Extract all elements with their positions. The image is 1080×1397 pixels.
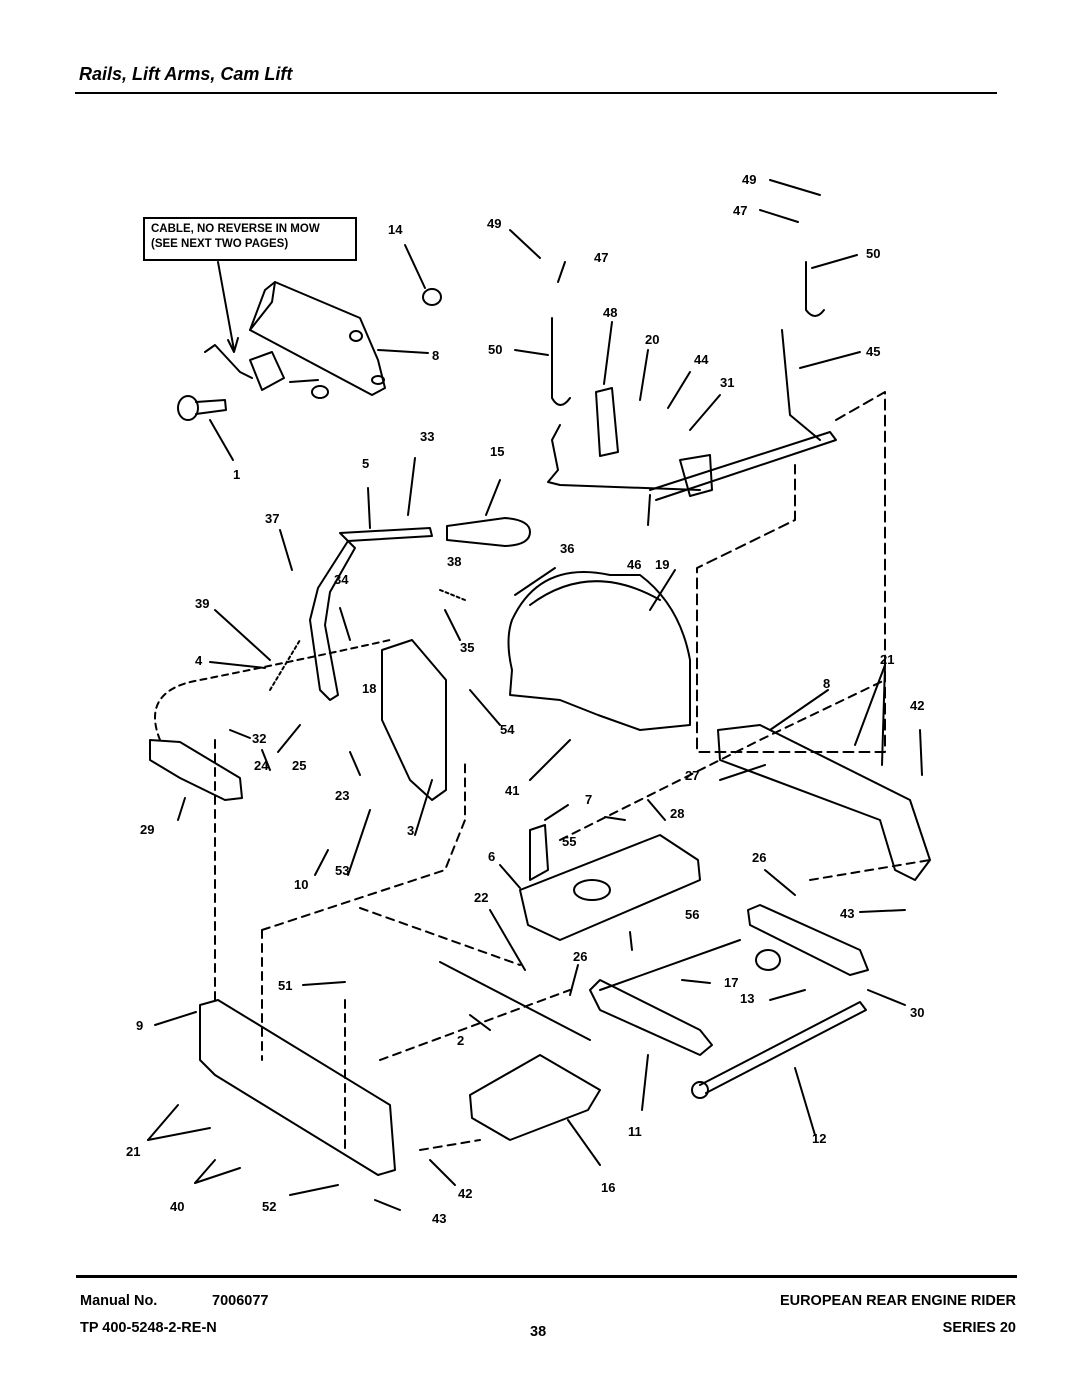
label-part-54: 54	[500, 722, 515, 737]
label-part-4: 4	[195, 653, 203, 668]
lift-arm-part-30	[747, 904, 869, 976]
label-part-41: 41	[505, 783, 519, 798]
label-part-8-right: 8	[823, 676, 830, 691]
label-part-36: 36	[560, 541, 574, 556]
label-part-30: 30	[910, 1005, 924, 1020]
label-part-50-right: 50	[866, 246, 880, 261]
label-part-34: 34	[334, 572, 349, 587]
bracket-part-8-upper	[249, 281, 386, 396]
label-part-40: 40	[170, 1199, 184, 1214]
rail-part-8-right	[717, 724, 931, 881]
nut-part-14	[422, 288, 442, 306]
label-part-17: 17	[724, 975, 738, 990]
label-part-50-left: 50	[488, 342, 502, 357]
label-part-27: 27	[685, 768, 699, 783]
label-part-23: 23	[335, 788, 349, 803]
label-part-18: 18	[362, 681, 376, 696]
label-part-3: 3	[407, 823, 414, 838]
callout-note-box: CABLE, NO REVERSE IN MOW (SEE NEXT TWO P…	[143, 217, 357, 261]
label-part-29: 29	[140, 822, 154, 837]
label-part-19: 19	[655, 557, 669, 572]
label-part-26-right: 26	[752, 850, 766, 865]
label-part-21-left: 21	[126, 1144, 140, 1159]
title-rule	[75, 92, 997, 94]
label-part-43-right: 43	[840, 906, 854, 921]
label-part-39: 39	[195, 596, 209, 611]
label-part-31: 31	[720, 375, 734, 390]
cable-block	[249, 351, 285, 391]
label-part-45: 45	[866, 344, 880, 359]
label-part-44: 44	[694, 352, 709, 367]
rod-part-50-left	[551, 317, 571, 406]
label-part-22: 22	[474, 890, 488, 905]
label-part-10: 10	[294, 877, 308, 892]
label-part-42-left: 42	[458, 1186, 472, 1201]
label-part-52: 52	[262, 1199, 276, 1214]
callout-line-1: CABLE, NO REVERSE IN MOW	[151, 223, 320, 235]
footer-page-number: 38	[530, 1324, 547, 1340]
link-rod-part-2	[439, 961, 591, 1041]
label-part-48: 48	[603, 305, 617, 320]
label-part-24: 24	[254, 758, 269, 773]
label-part-26-left: 26	[573, 949, 587, 964]
rail-part-9-lower	[199, 999, 396, 1176]
label-part-13: 13	[740, 991, 754, 1006]
lift-handle-part-5	[309, 527, 433, 701]
cam-plate-part-3	[381, 639, 447, 801]
footer-series: SERIES 20	[942, 1320, 1016, 1336]
label-part-5: 5	[362, 456, 369, 471]
label-part-43-left: 43	[432, 1211, 446, 1226]
label-part-12: 12	[812, 1131, 826, 1146]
bracket-part-29	[149, 739, 243, 801]
label-part-9: 9	[136, 1018, 143, 1033]
label-part-15: 15	[490, 444, 504, 459]
lift-arm-part-45	[781, 329, 821, 441]
knob-bolt-part-1	[177, 395, 199, 421]
label-part-33: 33	[420, 429, 434, 444]
label-part-47-left: 47	[594, 250, 608, 265]
label-part-38: 38	[447, 554, 461, 569]
label-part-47-right: 47	[733, 203, 747, 218]
label-part-56: 56	[685, 907, 699, 922]
label-part-53: 53	[335, 863, 349, 878]
cam-cover-part-19	[507, 571, 691, 731]
footer-tp-number: TP 400-5248-2-RE-N	[80, 1320, 217, 1336]
label-part-42-right: 42	[910, 698, 924, 713]
footer-product-name: EUROPEAN REAR ENGINE RIDER	[779, 1293, 1016, 1309]
label-part-25: 25	[292, 758, 306, 773]
label-part-20: 20	[645, 332, 659, 347]
label-part-51: 51	[278, 978, 292, 993]
label-part-28: 28	[670, 806, 684, 821]
footer-manual-label: Manual No.	[80, 1293, 158, 1309]
footer-rule	[76, 1275, 1017, 1278]
callout-line-2: (SEE NEXT TWO PAGES)	[151, 238, 289, 250]
label-part-49-right: 49	[742, 172, 756, 187]
label-part-6: 6	[488, 849, 495, 864]
label-part-14: 14	[388, 222, 403, 237]
pedal-grip-part-48	[595, 387, 619, 457]
label-part-2: 2	[457, 1033, 464, 1048]
lift-shaft	[649, 431, 837, 501]
label-part-46: 46	[627, 557, 641, 572]
label-part-16: 16	[601, 1180, 615, 1195]
lift-arm-part-11	[589, 979, 713, 1056]
label-part-1: 1	[233, 467, 240, 482]
footer-manual-number: 7006077	[212, 1293, 269, 1309]
cam-lift-part-55	[519, 834, 701, 941]
page-title: Rails, Lift Arms, Cam Lift	[79, 64, 293, 84]
handle-grip-part-15	[446, 517, 531, 547]
callout-arrow	[217, 261, 235, 351]
label-part-8-upper: 8	[432, 348, 439, 363]
label-part-11: 11	[628, 1124, 642, 1139]
label-part-21-right: 21	[880, 652, 894, 667]
label-part-32: 32	[252, 731, 266, 746]
label-part-55: 55	[562, 834, 576, 849]
label-part-35: 35	[460, 640, 474, 655]
label-part-7: 7	[585, 792, 592, 807]
label-part-49-left: 49	[487, 216, 501, 231]
bar-part-12	[699, 1001, 867, 1094]
label-part-37: 37	[265, 511, 279, 526]
plate-part-16	[469, 1054, 601, 1141]
